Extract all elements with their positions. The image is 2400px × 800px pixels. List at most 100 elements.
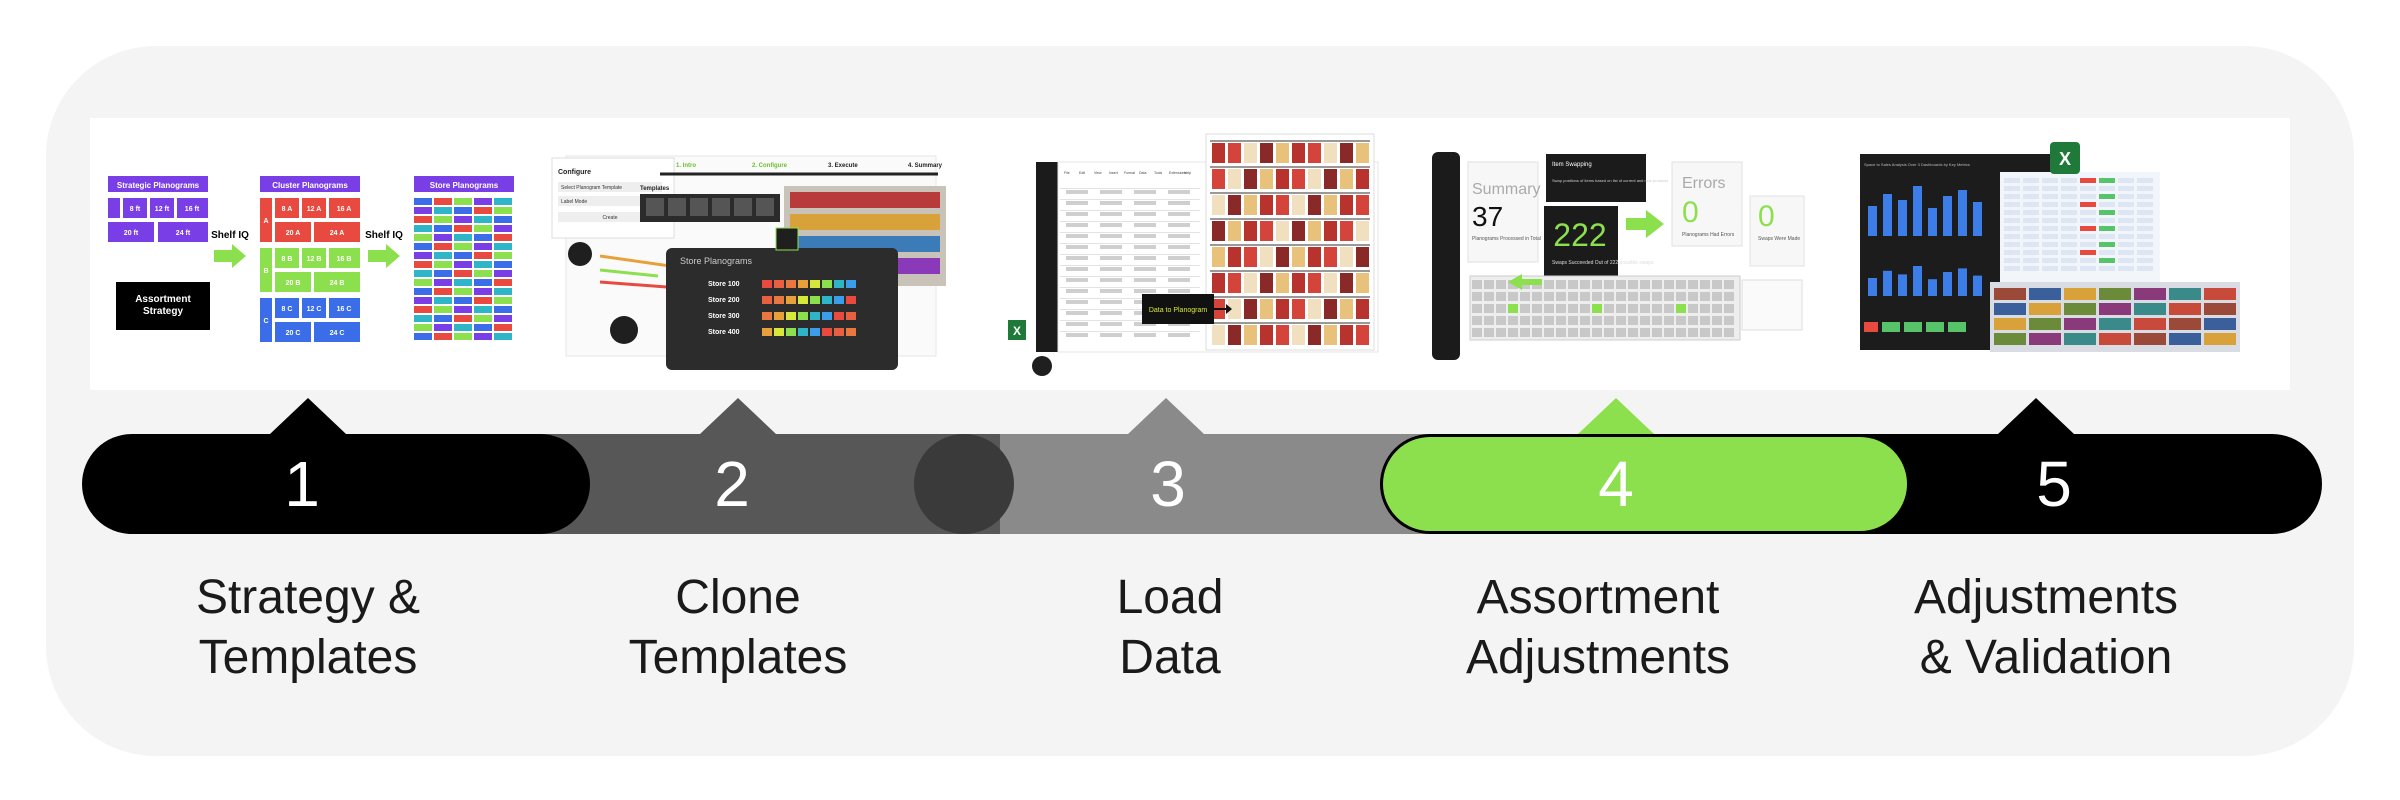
store-grid-cell	[414, 306, 432, 313]
pivot-cell	[2118, 226, 2134, 231]
fixture-slot	[1616, 304, 1626, 313]
store-swatch	[822, 296, 832, 304]
product-facing	[1260, 299, 1273, 319]
pivot-cell	[2042, 258, 2058, 263]
step-3-label: Load Data	[1116, 571, 1224, 684]
step-4-number: 4	[1598, 448, 1634, 520]
fixture-slot	[1652, 280, 1662, 289]
store-swatch	[810, 296, 820, 304]
pivot-cell	[2023, 250, 2039, 255]
pivot-cell	[2080, 210, 2096, 215]
sheet-row-line	[1060, 331, 1200, 332]
sheet-menu-item: Format	[1124, 171, 1135, 175]
product-facing	[1324, 247, 1337, 267]
step-5-number: 5	[2036, 448, 2072, 520]
product-facing	[1340, 325, 1353, 345]
summary-count: 37	[1472, 201, 1503, 232]
shelf-line	[1210, 270, 1370, 272]
store-photo	[2029, 303, 2061, 315]
fixture-slot	[1496, 292, 1506, 301]
product-facing	[1356, 143, 1369, 163]
product-facing	[1244, 143, 1257, 163]
fixture-slot	[1484, 304, 1494, 313]
fixture-slot	[1520, 328, 1530, 337]
pivot-cell	[2118, 186, 2134, 191]
pivot-cell	[2118, 258, 2134, 263]
pivot-cell	[2080, 258, 2096, 263]
sheet-cell	[1100, 190, 1122, 194]
fixture-slot	[1568, 328, 1578, 337]
store-grid-cell	[434, 261, 452, 268]
step-4-pointer	[1578, 398, 1654, 434]
sheet-cell	[1168, 223, 1190, 227]
store-swatch	[810, 280, 820, 288]
store-photo	[2134, 303, 2166, 315]
status-chip	[1882, 322, 1900, 332]
fixture-slot	[1472, 292, 1482, 301]
fixture-slot	[1724, 304, 1734, 313]
store-swatch	[786, 296, 796, 304]
store-swatch	[786, 280, 796, 288]
dashboard-bar	[1898, 200, 1907, 236]
config-option: Label Mode	[561, 199, 587, 205]
step-2-pointer	[700, 398, 776, 434]
fixture-slot	[1640, 280, 1650, 289]
product-facing	[1212, 325, 1225, 345]
fixture-slot	[1604, 292, 1614, 301]
pivot-cell	[2099, 202, 2115, 207]
fixture-slot	[1520, 292, 1530, 301]
fixture-slot	[1484, 280, 1494, 289]
pivot-cell	[2004, 186, 2020, 191]
store-swatch	[774, 296, 784, 304]
product-facing	[1356, 325, 1369, 345]
product-facing	[1244, 195, 1257, 215]
product-facing	[1260, 169, 1273, 189]
pivot-cell	[2042, 178, 2058, 183]
fixture-slot	[1556, 292, 1566, 301]
store-grid-cell	[454, 261, 472, 268]
sheet-row-line	[1060, 254, 1200, 255]
pivot-cell	[2042, 194, 2058, 199]
store-swatch	[834, 296, 844, 304]
errors-subtitle: Planograms Had Errors	[1682, 232, 1735, 238]
store-photo	[2099, 333, 2131, 345]
step-5-segment	[1850, 434, 2322, 534]
dashboard-bar	[1958, 190, 1967, 236]
store-grid-cell	[434, 315, 452, 322]
product-facing	[1356, 247, 1369, 267]
pivot-cell	[2004, 234, 2020, 239]
store-grid-cell	[434, 288, 452, 295]
sheet-row-line	[1060, 287, 1200, 288]
summary-subtitle: Planograms Processed in Total	[1472, 236, 1541, 242]
pivot-cell	[2080, 194, 2096, 199]
store-grid-cell	[494, 243, 512, 250]
shelf-line	[1210, 218, 1370, 220]
store-grid-cell	[474, 297, 492, 304]
pivot-cell	[2004, 178, 2020, 183]
pivot-cell	[2004, 194, 2020, 199]
fixture-slot	[1616, 280, 1626, 289]
store-swatch	[798, 328, 808, 336]
product-facing	[1308, 143, 1321, 163]
dashboard-bar	[1883, 194, 1892, 236]
dashboard-bar	[1883, 270, 1892, 296]
pivot-cell	[2137, 242, 2153, 247]
sheet-row-line	[1060, 188, 1200, 189]
item-swapping-title: Item Swapping	[1552, 162, 1592, 168]
fixture-slot	[1628, 292, 1638, 301]
pivot-cell	[2137, 186, 2153, 191]
store-grid-cell	[414, 324, 432, 331]
step-5-pointer	[1998, 398, 2074, 434]
fixture-slot	[1532, 316, 1542, 325]
sheet-row-line	[1060, 309, 1200, 310]
sheet-cell	[1100, 267, 1122, 271]
product-facing	[1260, 247, 1273, 267]
fixture-slot	[1544, 328, 1554, 337]
shelf-line	[1210, 244, 1370, 246]
store-grid-cell	[454, 234, 472, 241]
store-grid-cell	[414, 234, 432, 241]
step-1-pointer	[270, 398, 346, 434]
store-photo	[2099, 318, 2131, 330]
product-facing	[1292, 247, 1305, 267]
